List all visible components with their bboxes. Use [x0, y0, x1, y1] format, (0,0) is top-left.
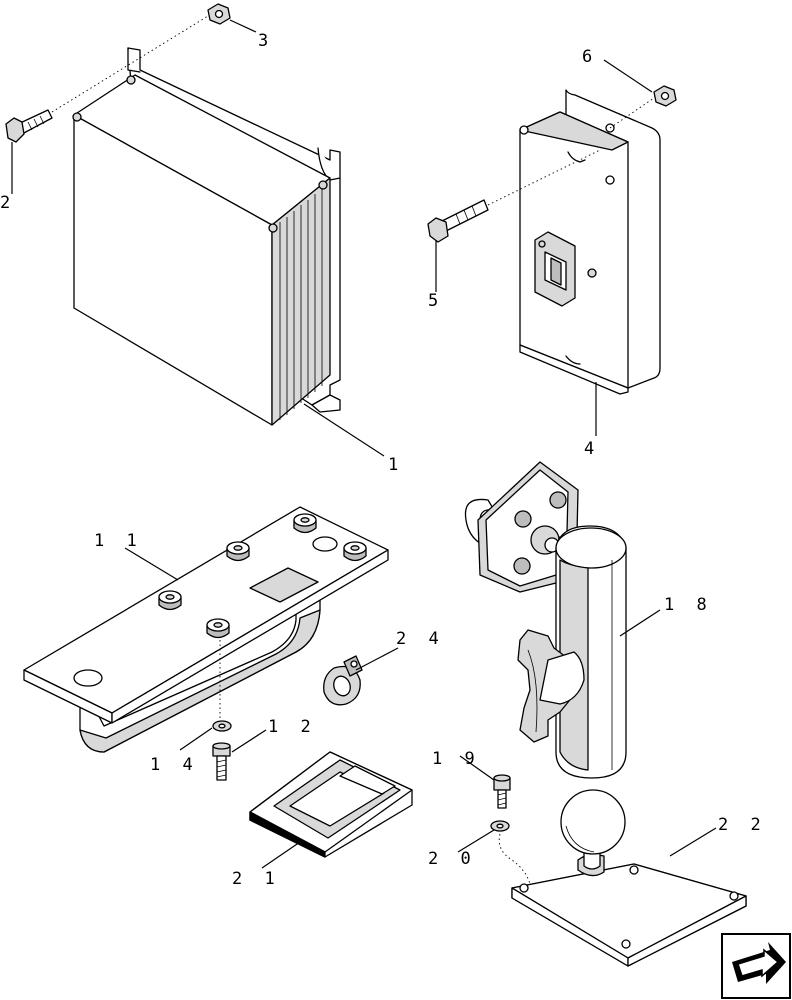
part-19-bolt — [493, 774, 511, 809]
part-24-shaft-collar — [323, 655, 363, 706]
callout-1: 1 — [388, 455, 404, 475]
part-21-memory-card — [249, 751, 413, 858]
next-page-arrow-icon[interactable] — [721, 933, 791, 999]
part-2-hex-bolt — [5, 109, 53, 143]
callout-18: 1 8 — [664, 595, 713, 615]
callout-19: 1 9 — [432, 749, 481, 769]
callout-12: 1 2 — [268, 717, 317, 737]
part-5-hex-bolt — [427, 199, 489, 243]
callout-6: 6 — [582, 47, 598, 67]
part-22-ball-base — [511, 789, 747, 967]
callout-11: 1 1 — [94, 531, 143, 551]
callout-3: 3 — [258, 31, 274, 51]
callout-14: 1 4 — [150, 755, 199, 775]
part-20-washer — [490, 820, 510, 832]
part-1-controller-module — [72, 47, 341, 426]
callout-labels: 1 2 3 4 5 6 1 1 1 2 1 4 1 8 1 9 2 0 2 1 … — [0, 31, 767, 889]
callout-22: 2 2 — [718, 815, 767, 835]
part-6-hex-nut — [653, 85, 677, 107]
callout-24: 2 4 — [396, 629, 445, 649]
leader-lines — [11, 19, 717, 869]
part-14-washer — [212, 720, 232, 732]
part-18-ram-mount-arm — [464, 461, 627, 779]
part-3-hex-nut — [207, 3, 231, 25]
callout-2: 2 — [0, 193, 16, 213]
part-4-connector-bracket — [519, 89, 661, 395]
callout-5: 5 — [428, 291, 444, 311]
part-12-screw — [212, 742, 231, 781]
callout-20: 2 0 — [428, 849, 477, 869]
part-11-mounting-plate — [23, 506, 389, 753]
callout-21: 2 1 — [232, 869, 281, 889]
callout-4: 4 — [584, 439, 600, 459]
